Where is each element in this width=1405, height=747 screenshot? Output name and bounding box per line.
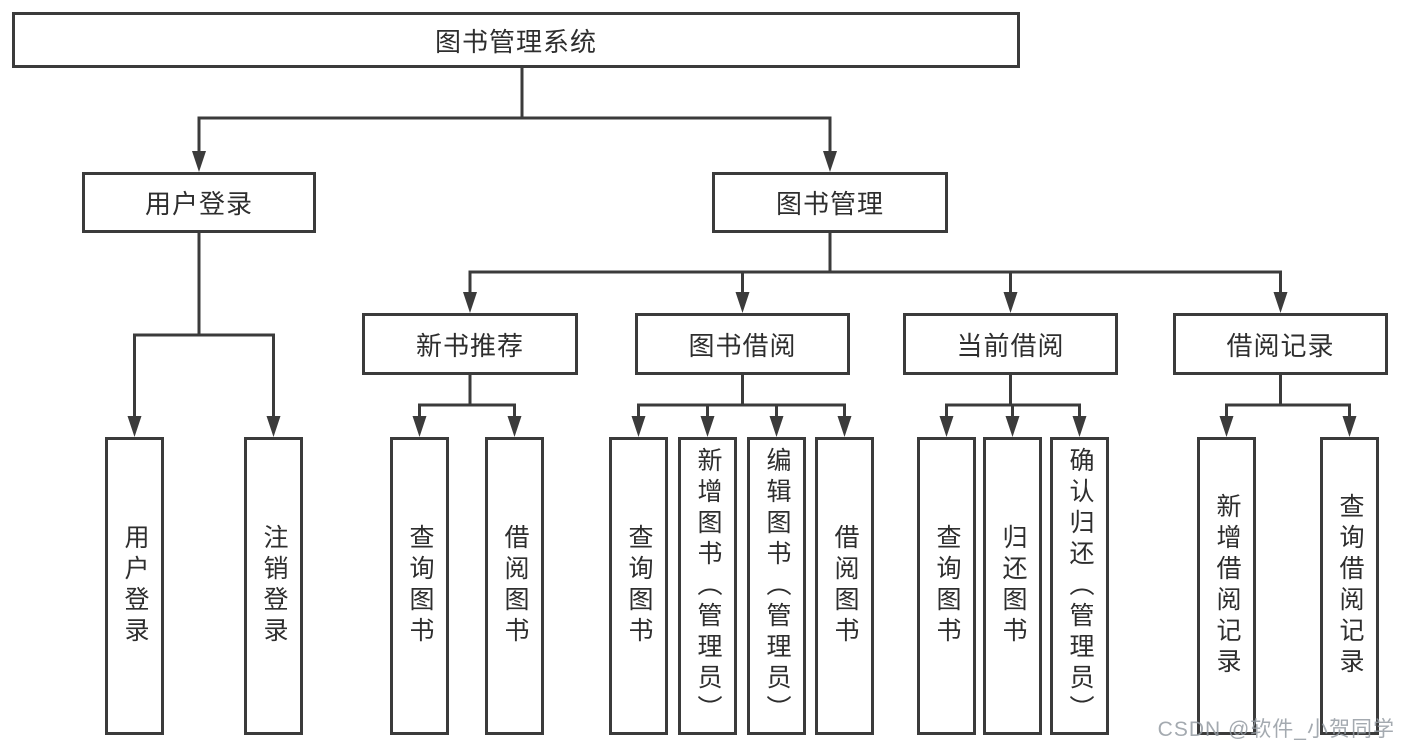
node-leaf-confirm-return-admin: 确认归还（管理员） xyxy=(1050,437,1109,735)
node-leaf-add-borrow-record: 新增借阅记录 xyxy=(1197,437,1256,735)
node-leaf-add-book-admin: 新增图书（管理员） xyxy=(678,437,737,735)
node-label: 新增借阅记录 xyxy=(1213,493,1241,679)
node-label: 用户登录 xyxy=(121,524,149,648)
node-label: 编辑图书（管理员） xyxy=(763,446,791,726)
node-label: 图书管理系统 xyxy=(434,26,597,57)
node-leaf-logout: 注销登录 xyxy=(244,437,303,735)
node-label: 借阅记录 xyxy=(1226,330,1335,361)
node-label: 查询借阅记录 xyxy=(1336,493,1364,679)
node-label: 确认归还（管理员） xyxy=(1066,446,1094,726)
node-label: 图书管理 xyxy=(775,189,884,219)
node-user-login: 用户登录 xyxy=(82,172,316,233)
csdn-watermark: CSDN @软件_小贺同学 xyxy=(1157,718,1395,741)
node-label: 借阅图书 xyxy=(501,524,529,648)
node-label: 查询图书 xyxy=(933,524,961,648)
node-label: 查询图书 xyxy=(406,524,434,648)
node-label: 注销登录 xyxy=(260,524,288,648)
node-leaf-edit-book-admin: 编辑图书（管理员） xyxy=(747,437,806,735)
node-leaf-borrow-books-recommend: 借阅图书 xyxy=(485,437,544,735)
node-root-library-management-system: 图书管理系统 xyxy=(12,12,1020,68)
node-leaf-query-books-borrow: 查询图书 xyxy=(609,437,668,735)
node-leaf-query-borrow-record: 查询借阅记录 xyxy=(1320,437,1379,735)
node-label: 当前借阅 xyxy=(956,330,1065,361)
node-leaf-query-books-recommend: 查询图书 xyxy=(390,437,449,735)
node-current-borrow: 当前借阅 xyxy=(903,313,1118,375)
node-borrow-records: 借阅记录 xyxy=(1173,313,1388,375)
node-leaf-return-books: 归还图书 xyxy=(983,437,1042,735)
node-new-book-recommend: 新书推荐 xyxy=(362,313,578,375)
node-label: 新书推荐 xyxy=(415,330,524,361)
node-book-borrow: 图书借阅 xyxy=(635,313,850,375)
node-label: 用户登录 xyxy=(144,189,253,219)
node-label: 归还图书 xyxy=(999,524,1027,648)
node-book-management: 图书管理 xyxy=(712,172,948,233)
node-leaf-query-books-current: 查询图书 xyxy=(917,437,976,735)
node-leaf-user-login: 用户登录 xyxy=(105,437,164,735)
node-label: 查询图书 xyxy=(625,524,653,648)
node-label: 图书借阅 xyxy=(688,330,797,361)
node-label: 借阅图书 xyxy=(831,524,859,648)
node-label: 新增图书（管理员） xyxy=(694,446,722,726)
node-leaf-borrow-books: 借阅图书 xyxy=(815,437,874,735)
